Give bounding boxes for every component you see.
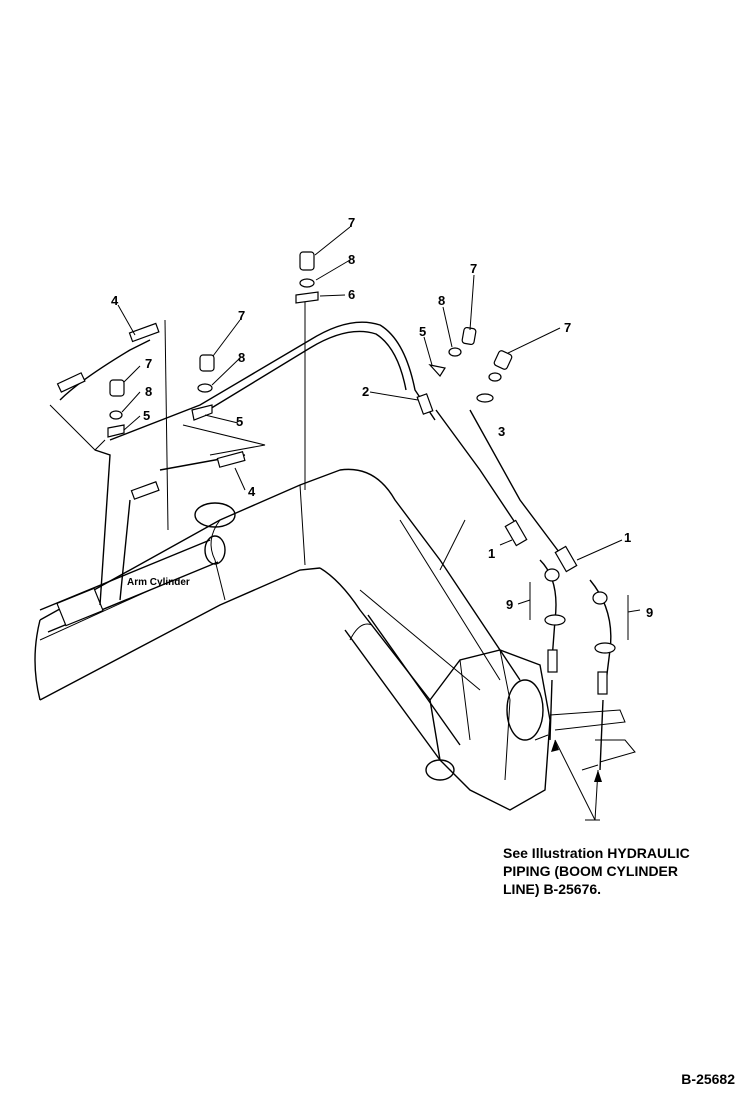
- callout-8-right: 8: [438, 293, 445, 308]
- callout-5-right: 5: [419, 324, 426, 339]
- callout-9-left: 9: [506, 597, 513, 612]
- callout-4-top: 4: [111, 293, 119, 308]
- callout-3: 3: [498, 424, 505, 439]
- boom-structure: [34, 468, 551, 811]
- callout-7-right: 7: [564, 320, 571, 335]
- callout-7-top: 7: [348, 215, 355, 230]
- callout-7-mid: 7: [238, 308, 245, 323]
- fittings: [56, 251, 616, 695]
- callout-4-bottom: 4: [248, 484, 256, 499]
- callout-1-left: 1: [488, 546, 495, 561]
- callout-numbers: 4 7 8 6 7 8 5 7 8 5 4 7 8 5 7 2 3 1 1 9 …: [111, 215, 653, 620]
- callout-7-left: 7: [145, 356, 152, 371]
- callout-8-left: 8: [145, 384, 152, 399]
- callout-9-right: 9: [646, 605, 653, 620]
- callout-7-right-top: 7: [470, 261, 477, 276]
- callout-8-mid: 8: [238, 350, 245, 365]
- callout-5-mid: 5: [236, 414, 243, 429]
- reference-note: See Illustration HYDRAULIC PIPING (BOOM …: [503, 845, 690, 897]
- callout-2: 2: [362, 384, 369, 399]
- callout-5-left: 5: [143, 408, 150, 423]
- arm-cylinder-label: Arm Cylinder: [127, 577, 190, 588]
- callout-8-top: 8: [348, 252, 355, 267]
- leader-lines: [117, 226, 641, 821]
- callout-6: 6: [348, 287, 355, 302]
- figure-id: B-25682: [681, 1071, 735, 1087]
- callout-1-right: 1: [624, 530, 631, 545]
- pipe-lines: [49, 300, 636, 771]
